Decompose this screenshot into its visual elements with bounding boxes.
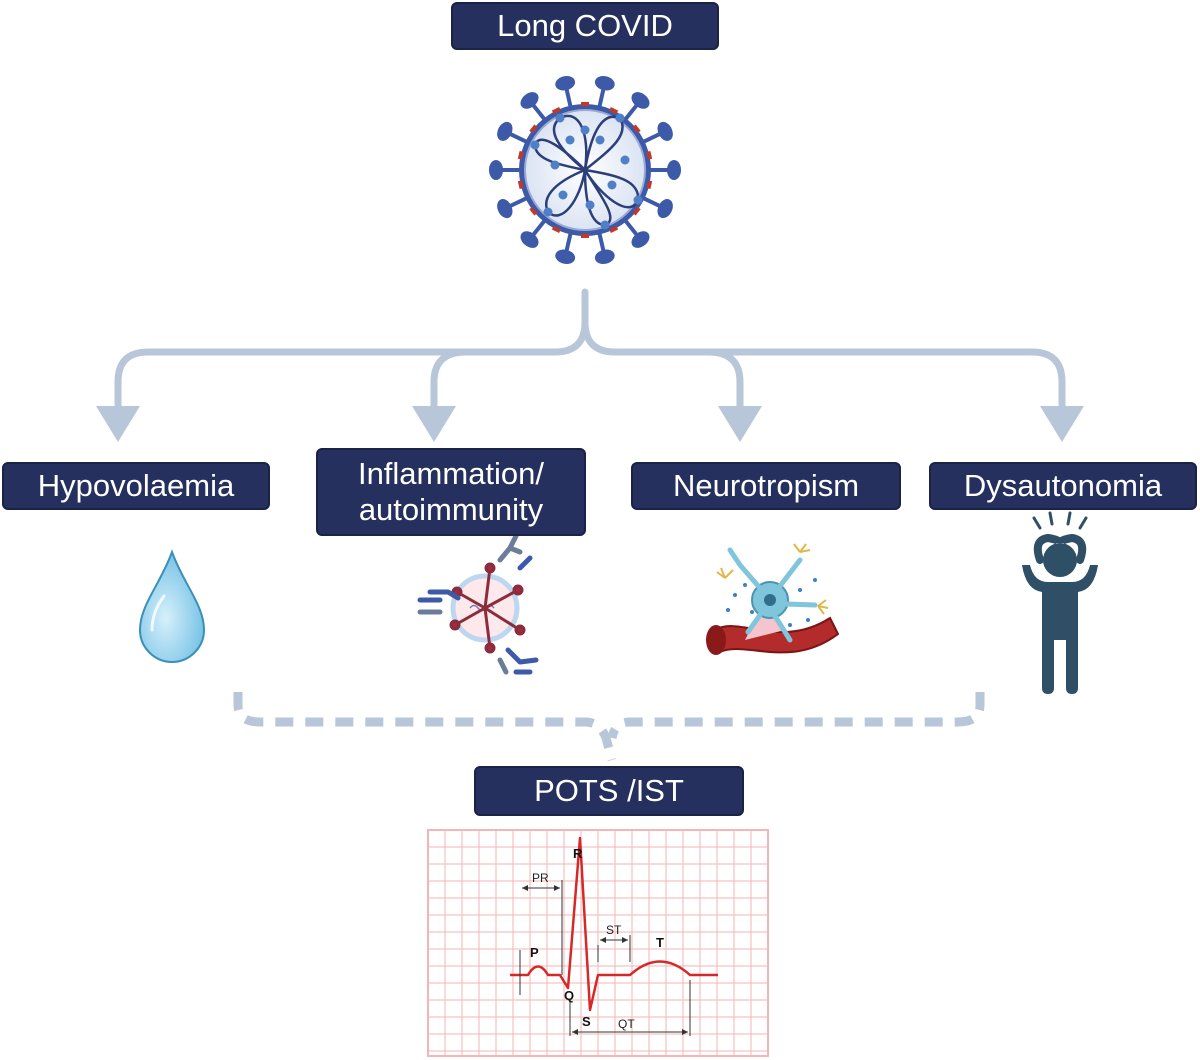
distressed-person-icon <box>1022 511 1098 694</box>
ecg-label-p: P <box>530 945 539 960</box>
ecg-label-t: T <box>656 935 664 950</box>
ecg-label-q: Q <box>564 988 574 1003</box>
arrow-heads <box>96 406 1084 442</box>
ecg-brackets <box>519 880 691 1036</box>
antibody-complex-icon <box>417 533 539 675</box>
mechanism-label: Neurotropism <box>672 468 860 504</box>
outcome-box: POTS /IST <box>474 766 744 816</box>
mechanism-box-inflammation: Inflammation/ autoimmunity <box>316 448 586 536</box>
arrowhead-hypovolaemia <box>96 406 140 442</box>
ecg-label-qt: QT <box>618 1017 635 1031</box>
arrowhead-neurotropism <box>718 406 762 442</box>
stem-line-right <box>581 318 1066 412</box>
mechanism-label: Dysautonomia <box>963 468 1163 504</box>
ecg-label-r: R <box>573 846 583 861</box>
ecg-trace <box>510 836 718 1012</box>
mechanism-label-line2: autoimmunity <box>358 492 544 527</box>
ecg-label-st: ST <box>606 923 622 937</box>
ecg-strip-icon: R P Q S T PR ST QT <box>427 829 769 1057</box>
branch-neurotropism <box>704 348 744 412</box>
water-drop-icon <box>138 549 206 664</box>
mechanism-box-dysautonomia: Dysautonomia <box>929 462 1197 510</box>
ecg-label-s: S <box>582 1014 591 1029</box>
virus-icon <box>489 76 681 264</box>
mechanism-label: Hypovolaemia <box>37 468 235 504</box>
mechanism-label-line1: Inflammation/ <box>357 456 545 492</box>
outcome-label: POTS /IST <box>534 773 684 809</box>
branch-inflammation <box>430 348 470 412</box>
dashed-convergence <box>233 692 985 762</box>
arrowhead-dysautonomia <box>1040 406 1084 442</box>
branch-arrows <box>114 288 1066 412</box>
title-label: Long COVID <box>497 8 673 44</box>
arrowhead-inflammation <box>412 406 456 442</box>
mechanism-box-neurotropism: Neurotropism <box>631 462 901 510</box>
stem-line <box>114 288 589 412</box>
neuron-blood-vessel-icon <box>706 543 840 655</box>
mechanism-box-hypovolaemia: Hypovolaemia <box>2 462 270 510</box>
title-box: Long COVID <box>451 2 719 50</box>
ecg-label-pr: PR <box>532 871 549 885</box>
